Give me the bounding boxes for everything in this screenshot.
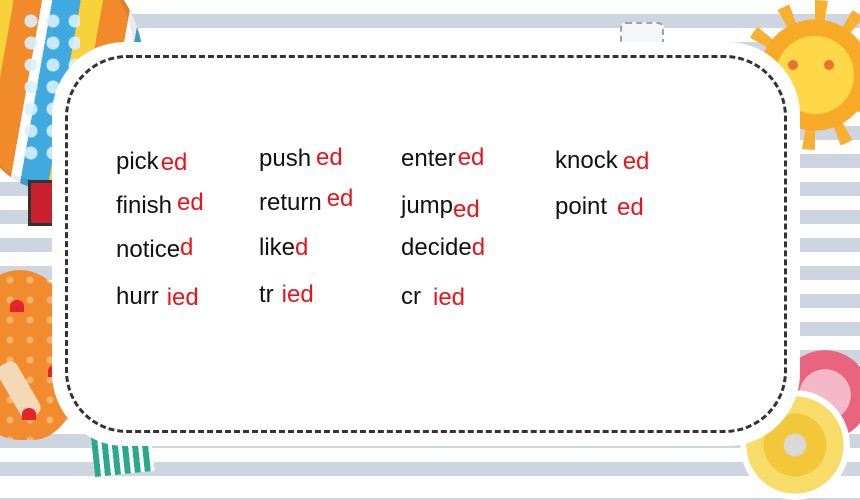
word-item: enter ed (401, 144, 485, 172)
stamp-decoration (620, 22, 664, 48)
word-card (55, 45, 797, 443)
word-item: decide d (401, 236, 485, 260)
word-stem: hurr (116, 283, 159, 310)
word-suffix: ied (166, 284, 199, 311)
word-item: tr ied (259, 281, 314, 308)
sun-cheeks-decoration (788, 60, 834, 82)
word-stem: cr (401, 283, 421, 310)
word-suffix: ied (281, 281, 314, 308)
word-item: knock ed (555, 147, 649, 174)
heart-icon (10, 300, 24, 312)
word-suffix: ed (453, 196, 480, 223)
word-suffix: ed (177, 189, 204, 216)
word-card-dashed-border (65, 55, 787, 433)
word-stem: decide (401, 234, 472, 261)
word-stem: finish (116, 192, 173, 219)
heart-icon (22, 408, 36, 420)
word-item: pick ed (116, 148, 188, 176)
word-item: like d (259, 236, 308, 260)
word-suffix: ed (457, 144, 485, 171)
word-suffix: d (180, 234, 194, 261)
word-stem: enter (401, 145, 456, 172)
word-suffix: ed (316, 144, 343, 171)
word-item: cr ied (401, 283, 465, 310)
word-suffix: d (295, 234, 309, 261)
word-item: jump ed (401, 192, 480, 222)
word-item: finish ed (116, 191, 204, 219)
word-stem: tr (259, 281, 274, 308)
word-stem: point (555, 193, 608, 220)
word-stem: pick (116, 148, 159, 175)
word-suffix: ed (160, 149, 188, 176)
word-item: hurr ied (116, 283, 199, 310)
word-stem: jump (401, 192, 454, 219)
word-stem: notice (116, 236, 181, 263)
word-item: push ed (259, 145, 343, 172)
word-suffix: ed (326, 185, 354, 212)
word-suffix: d (471, 234, 486, 261)
word-suffix: ed (622, 148, 650, 175)
word-suffix: ied (433, 284, 466, 311)
word-stem: like (259, 234, 296, 261)
word-stem: knock (555, 147, 618, 174)
word-stem: return (259, 189, 322, 216)
word-suffix: ed (617, 194, 644, 221)
word-item: notice d (116, 234, 194, 263)
balloon-basket-decoration (28, 180, 58, 226)
word-stem: push (259, 145, 312, 172)
word-item: point ed (555, 193, 644, 220)
word-item: return ed (259, 187, 353, 216)
